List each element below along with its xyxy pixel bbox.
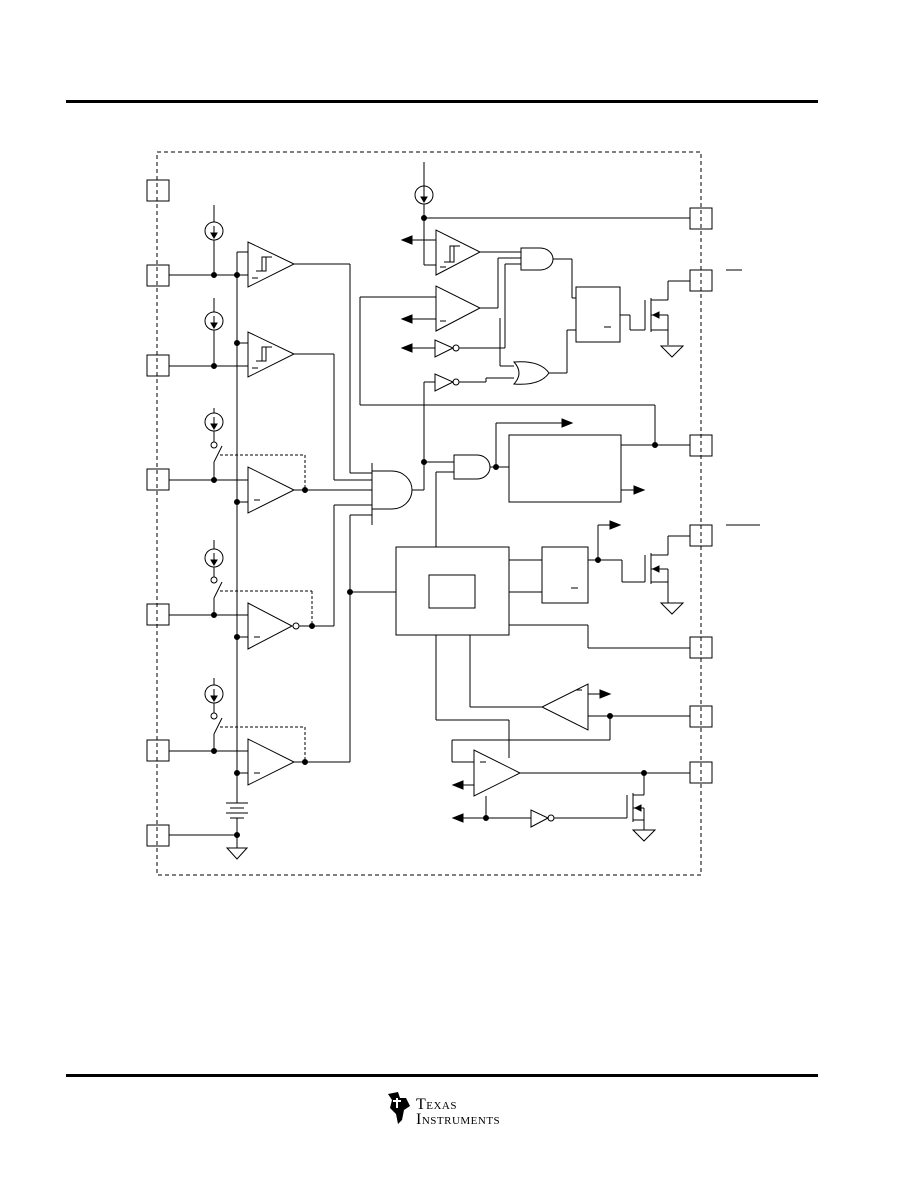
latch-block-top [575, 286, 621, 343]
top-section [400, 162, 690, 276]
mosfet-3 [626, 793, 645, 830]
header-rule [66, 100, 818, 103]
channel-4 [169, 504, 372, 650]
pin-right-3 [689, 434, 713, 457]
schmitt-comparator-top [435, 229, 482, 276]
pin-left-5 [146, 603, 170, 626]
mosfet-1 [644, 280, 690, 345]
left-pins [146, 179, 170, 847]
company-name-line2: Instruments [416, 1111, 501, 1128]
chip-boundary [156, 151, 702, 876]
channel-3 [169, 408, 372, 514]
and-gate-top [520, 247, 554, 271]
comparator-top-2 [435, 285, 482, 332]
ti-logo-icon [388, 1092, 410, 1124]
schmitt-comparator-2 [247, 331, 296, 378]
output-amp [473, 749, 522, 797]
or-gate [512, 361, 550, 385]
pin-left-4 [146, 468, 170, 491]
channel-1 [169, 205, 372, 474]
pin-left-3 [146, 354, 170, 377]
ground-icon [659, 345, 685, 358]
ground-icon [225, 847, 249, 860]
schmitt-comparator-1 [247, 241, 296, 288]
ground-icon [631, 829, 657, 842]
inverter-2 [434, 373, 455, 392]
footer-rule [66, 1074, 818, 1077]
reference-battery [169, 800, 248, 848]
mosfet-2 [644, 535, 690, 603]
control-block [395, 546, 510, 636]
comparator-5 [247, 738, 296, 786]
and-gate-main [371, 463, 413, 525]
comparator-4 [247, 602, 294, 650]
ground-icon [659, 602, 685, 615]
and-gate-middle [453, 454, 491, 480]
latch-block-2 [541, 546, 589, 604]
inverter-bottom [530, 809, 550, 828]
pin-left-7 [146, 824, 170, 847]
timer-block [508, 434, 622, 503]
inverter-1 [434, 339, 455, 358]
comparator-3 [247, 466, 296, 514]
buffer-amp [540, 683, 589, 731]
control-inner-block [428, 574, 476, 609]
channel-2 [169, 298, 372, 481]
pin-left-1 [146, 179, 170, 202]
pin-left-6 [146, 739, 170, 762]
company-name-line1: Texas [416, 1096, 457, 1113]
channel-5 [169, 514, 372, 786]
pin-left-2 [146, 264, 170, 287]
